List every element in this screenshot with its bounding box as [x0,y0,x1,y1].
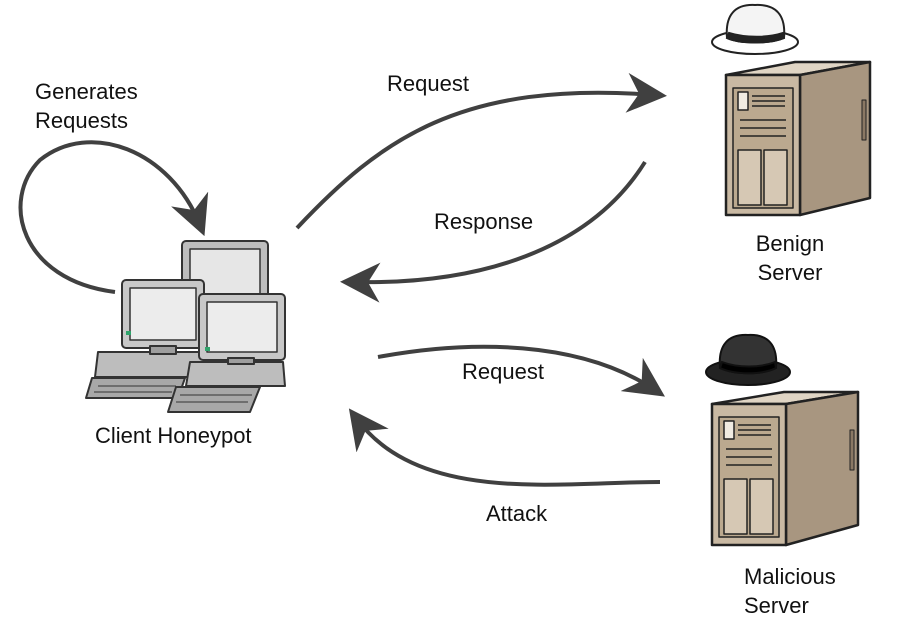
client-honeypot-icon [85,240,286,413]
attack-label: Attack [486,501,548,526]
client-honeypot-label: Client Honeypot [95,423,252,448]
request-to-benign-arrow [295,72,667,230]
request-benign-label: Request [387,71,469,96]
self-loop-arrow [18,140,209,294]
malicious-server-label-line1: Malicious [744,564,836,589]
malicious-server-label: Malicious Server [744,562,836,620]
benign-server-icon [724,60,872,217]
benign-server-label: Benign Server [740,229,840,287]
benign-server-label-line1: Benign [755,231,825,256]
benign-server-label-line2: Server [757,260,823,285]
request-to-malicious-arrow [377,344,665,397]
attack-from-malicious-arrow [348,408,661,487]
malicious-server-icon [710,390,860,547]
self-loop-label: Generates Requests [35,77,138,135]
white-hat-icon [711,3,799,55]
self-loop-label-line2: Requests [35,108,128,133]
request-malicious-label: Request [462,359,544,384]
response-from-benign-arrow [340,160,647,303]
self-loop-label-line1: Generates [35,79,138,104]
malicious-server-label-line2: Server [744,593,809,618]
black-hat-icon [705,333,791,386]
response-benign-label: Response [434,209,534,234]
